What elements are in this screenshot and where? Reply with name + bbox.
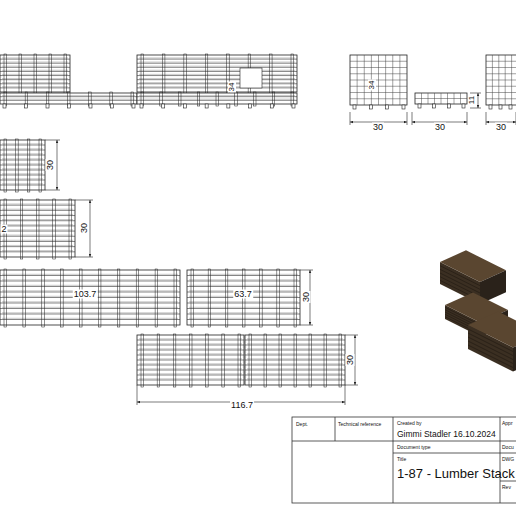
label-holder: Title <box>397 457 406 462</box>
dimension-text: 103.7 <box>73 290 98 299</box>
drawing-title: 1-87 - Lumber Stack <box>397 467 515 480</box>
label-holder: 30 <box>80 222 89 234</box>
label-holder: Dept. <box>296 422 308 427</box>
lumber-render <box>440 250 516 371</box>
label-holder: 103.7 <box>73 290 98 299</box>
label-holder: 30 <box>372 123 384 132</box>
dimension-text: 63.7 <box>233 290 253 299</box>
label-holder: 30 <box>46 159 55 171</box>
title-block-text: Docu <box>502 445 514 450</box>
title-block-text: DWG <box>502 457 514 462</box>
label-holder: 34 <box>228 82 236 93</box>
dimension-text: 34 <box>228 82 236 93</box>
title-block-text: Title <box>397 457 406 462</box>
dimension-text: 116.7 <box>230 401 254 410</box>
label-holder: 2 <box>0 225 7 234</box>
dimension-text: 34 <box>368 80 376 91</box>
label-holder: Gimmi Stadler 16.10.2024 <box>397 430 496 439</box>
label-holder: 1-87 - Lumber Stack <box>397 467 515 480</box>
label-holder: 116.7 <box>230 401 254 410</box>
dimension-text: 30 <box>495 123 507 132</box>
lumber-views <box>0 54 516 387</box>
title-block <box>292 417 516 503</box>
dimension-text: 30 <box>346 354 355 366</box>
dimension-text: 30 <box>302 291 311 303</box>
label-holder: 63.7 <box>233 290 253 299</box>
title-block-text: Document type <box>397 445 431 450</box>
label-holder: DWG <box>502 457 514 462</box>
lumber-stack <box>245 334 345 387</box>
title-block-text: Gimmi Stadler 16.10.2024 <box>397 430 496 439</box>
title-block-text: Appr <box>502 421 513 426</box>
label-holder: 11 <box>468 95 476 105</box>
label-holder: 30 <box>346 354 355 366</box>
dimension-text: 2 <box>0 225 7 234</box>
dimension-text: 30 <box>46 159 55 171</box>
label-holder: 30 <box>495 123 507 132</box>
title-block-text: Created by <box>397 421 421 426</box>
dimension-lines <box>45 93 516 405</box>
end-view <box>350 55 407 105</box>
lumber-stack <box>137 54 297 94</box>
label-holder: Created by <box>397 421 421 426</box>
title-block-text: Technical reference <box>338 422 381 427</box>
lumber-stack <box>187 269 300 327</box>
label-holder: Docu <box>502 445 514 450</box>
title-block-text: Rev <box>502 485 511 490</box>
title-block-text: Dept. <box>296 422 308 427</box>
dimension-text: 30 <box>372 123 384 132</box>
lumber-stack <box>0 269 180 327</box>
label-holder: 30 <box>434 123 446 132</box>
dimension-text: 11 <box>468 95 476 105</box>
end-view <box>415 93 467 104</box>
lumber-stack <box>0 199 75 259</box>
label-holder: Technical reference <box>338 422 381 427</box>
dimension-text: 30 <box>434 123 446 132</box>
dimension-text: 30 <box>80 222 89 234</box>
end-view <box>486 55 516 105</box>
label-holder: 34 <box>368 80 376 91</box>
lumber-stack <box>0 139 45 192</box>
label-holder: Document type <box>397 445 431 450</box>
lumber-stack <box>0 54 70 94</box>
label-holder: 30 <box>302 291 311 303</box>
label-holder: Appr <box>502 421 513 426</box>
lumber-stack <box>137 334 244 387</box>
label-holder: Rev <box>502 485 511 490</box>
